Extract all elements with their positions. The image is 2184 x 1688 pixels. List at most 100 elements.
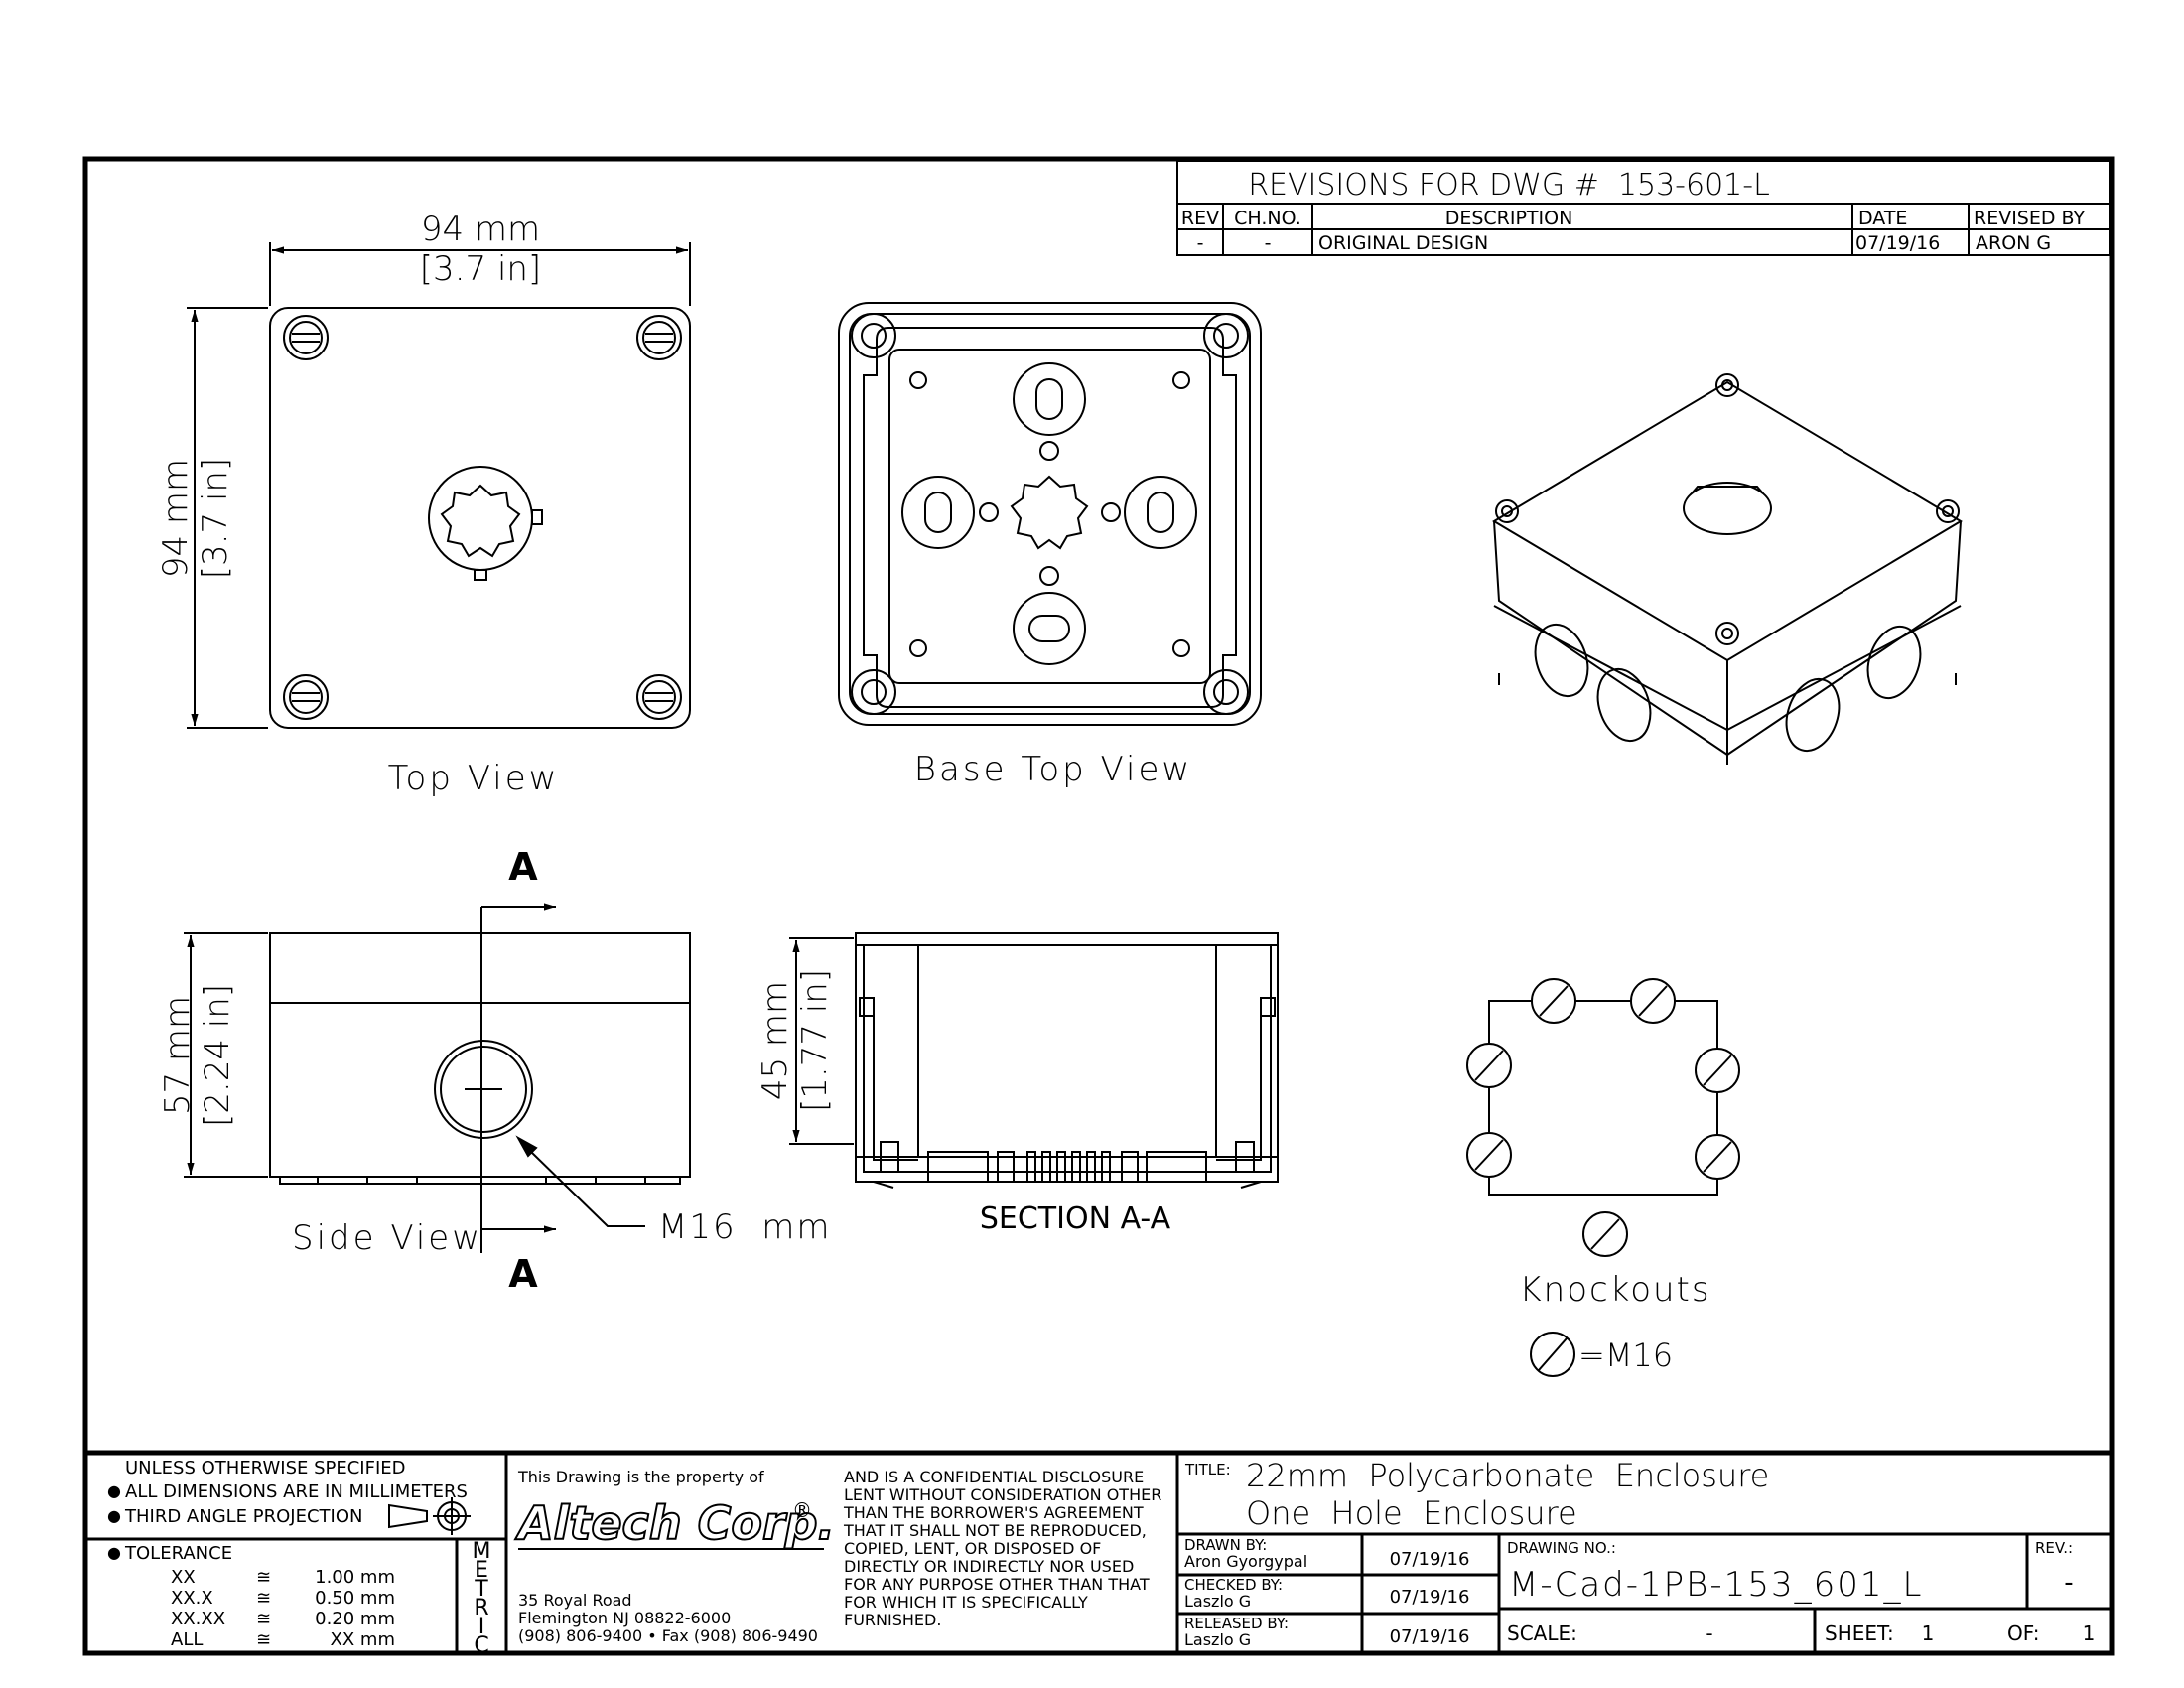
- tol-value-3: 0.20 mm: [315, 1609, 395, 1629]
- tol-sym-4: ≅: [256, 1629, 271, 1650]
- knockout-bottom: [1582, 1211, 1628, 1257]
- tolerance-heading: TOLERANCE: [124, 1543, 232, 1564]
- sheet-border: [82, 156, 2115, 1656]
- tol-sym-1: ≅: [256, 1567, 271, 1588]
- top-width-mm: 94 mm: [421, 210, 540, 249]
- tol-sym-2: ≅: [256, 1588, 271, 1609]
- metric-letter-i: I: [478, 1615, 485, 1639]
- rev-header: REV: [1181, 208, 1219, 229]
- sheet-value: 1: [1922, 1621, 1935, 1645]
- side-height-in: [2.24 in]: [198, 984, 237, 1127]
- section-height-in: [1.77 in]: [795, 969, 835, 1112]
- disclosure-line-1: AND IS A CONFIDENTIAL DISCLOSURE: [844, 1468, 1144, 1486]
- spec-bullet-2: ●: [107, 1506, 121, 1525]
- drawn-by: Aron Gyorgypal: [1184, 1552, 1307, 1571]
- tol-label-2: XX.X: [171, 1588, 213, 1609]
- section-marker-bottom: A: [508, 1252, 538, 1296]
- metric-letter-e: E: [475, 1558, 488, 1583]
- knockout-right-2: [1695, 1134, 1740, 1180]
- side-height-mm: 57 mm: [158, 996, 198, 1115]
- disclosure-line-2: LENT WITHOUT CONSIDERATION OTHER: [844, 1485, 1161, 1504]
- tolerance-bullet: ●: [107, 1543, 121, 1562]
- drawing-title-line-1: 22mm Polycarbonate Enclosure: [1246, 1457, 1769, 1494]
- released-by: Laszlo G: [1184, 1630, 1251, 1649]
- tol-value-1: 1.00 mm: [315, 1567, 395, 1588]
- tol-label-3: XX.XX: [171, 1609, 225, 1629]
- section-label: SECTION A-A: [980, 1201, 1171, 1236]
- disclosure-line-8: FOR WHICH IT IS SPECIFICALLY: [844, 1593, 1088, 1612]
- date-header: DATE: [1858, 208, 1907, 229]
- top-view-width-dim: [269, 242, 691, 306]
- registered-mark: ®: [792, 1498, 812, 1522]
- metric-letter-r: R: [474, 1596, 488, 1620]
- drawing-no-label: DRAWING NO.:: [1507, 1539, 1616, 1557]
- base-view-label: Base Top View: [914, 750, 1192, 789]
- side-view-hole-inner: [440, 1046, 527, 1133]
- revision-description: ORIGINAL DESIGN: [1318, 232, 1488, 254]
- side-view: [269, 932, 691, 1185]
- isometric-view: [1492, 373, 1963, 765]
- top-view-center-star: [440, 484, 521, 558]
- of-value: 1: [2083, 1621, 2096, 1645]
- side-view-hole-outer: [434, 1040, 533, 1139]
- metric-letter-c: C: [474, 1633, 488, 1658]
- property-of: This Drawing is the property of: [517, 1468, 764, 1486]
- rev-value: -: [2064, 1568, 2073, 1598]
- hole-size-label: M16 mm: [658, 1207, 831, 1247]
- metric-letter-m: M: [473, 1539, 491, 1564]
- top-view-height-dim: [187, 307, 268, 729]
- top-view-screw-tl: [283, 315, 329, 360]
- section-line-a-a: [480, 903, 556, 1253]
- chno-header: CH.NO.: [1234, 208, 1301, 229]
- released-date: 07/19/16: [1390, 1626, 1470, 1647]
- disclosure-line-3: THAN THE BORROWER'S AGREEMENT: [843, 1503, 1144, 1522]
- tol-value-4: XX mm: [331, 1629, 395, 1650]
- section-marker-top: A: [508, 845, 538, 889]
- drawn-date: 07/19/16: [1390, 1549, 1470, 1570]
- section-height-dim: [789, 937, 854, 1145]
- knockout-legend-icon: [1530, 1332, 1575, 1377]
- spec-bullet-1: ●: [107, 1481, 121, 1500]
- scale-label: SCALE:: [1507, 1621, 1577, 1645]
- knockout-left-2: [1466, 1132, 1512, 1178]
- drawn-by-label: DRAWN BY:: [1184, 1536, 1267, 1554]
- top-view-label: Top View: [388, 759, 560, 798]
- knockout-legend: =M16: [1578, 1336, 1673, 1374]
- phone-fax: (908) 806-9400 • Fax (908) 806-9490: [518, 1626, 818, 1645]
- knockout-left-1: [1466, 1043, 1512, 1088]
- disclosure-line-9: FURNISHED.: [844, 1611, 941, 1629]
- revisions-table: [1176, 160, 2111, 256]
- drawing-title-line-2: One Hole Enclosure: [1246, 1494, 1577, 1532]
- checked-by-label: CHECKED BY:: [1184, 1576, 1283, 1594]
- title-block-grid: [85, 1453, 2112, 1653]
- disclosure-line-5: COPIED, LENT, OR DISPOSED OF: [844, 1539, 1101, 1558]
- section-height-mm: 45 mm: [755, 981, 795, 1100]
- base-top-view: [838, 302, 1262, 726]
- company-logo: Altech Corp.: [515, 1496, 835, 1550]
- checked-date: 07/19/16: [1390, 1587, 1470, 1608]
- base-center-star: [1010, 475, 1089, 550]
- revisions-title: REVISIONS FOR DWG # 153-601-L: [1248, 168, 1770, 203]
- knockouts-label: Knockouts: [1519, 1270, 1710, 1310]
- top-view-screw-br: [636, 674, 682, 720]
- disclosure-line-6: DIRECTLY OR INDIRECTLY NOR USED: [844, 1557, 1134, 1576]
- tol-label-4: ALL: [171, 1629, 203, 1650]
- tol-value-2: 0.50 mm: [315, 1588, 395, 1609]
- revision-date: 07/19/16: [1855, 232, 1940, 254]
- tol-label-1: XX: [171, 1567, 196, 1588]
- spec-projection: THIRD ANGLE PROJECTION: [124, 1506, 363, 1527]
- address-1: 35 Royal Road: [518, 1591, 632, 1610]
- third-angle-projection-icon: [388, 1497, 471, 1535]
- revision-chno: -: [1265, 232, 1272, 254]
- section-a-a-view: [855, 932, 1279, 1189]
- metric-letter-t: T: [474, 1577, 488, 1602]
- knockout-top-1: [1531, 978, 1576, 1024]
- description-header: DESCRIPTION: [1445, 208, 1573, 229]
- top-width-in: [3.7 in]: [420, 249, 541, 289]
- of-label: OF:: [2007, 1621, 2039, 1645]
- released-by-label: RELEASED BY:: [1184, 1615, 1289, 1632]
- top-view: [269, 307, 691, 729]
- revision-by: ARON G: [1976, 232, 2051, 254]
- drawing-number: M-Cad-1PB-153_601_L: [1509, 1565, 1923, 1605]
